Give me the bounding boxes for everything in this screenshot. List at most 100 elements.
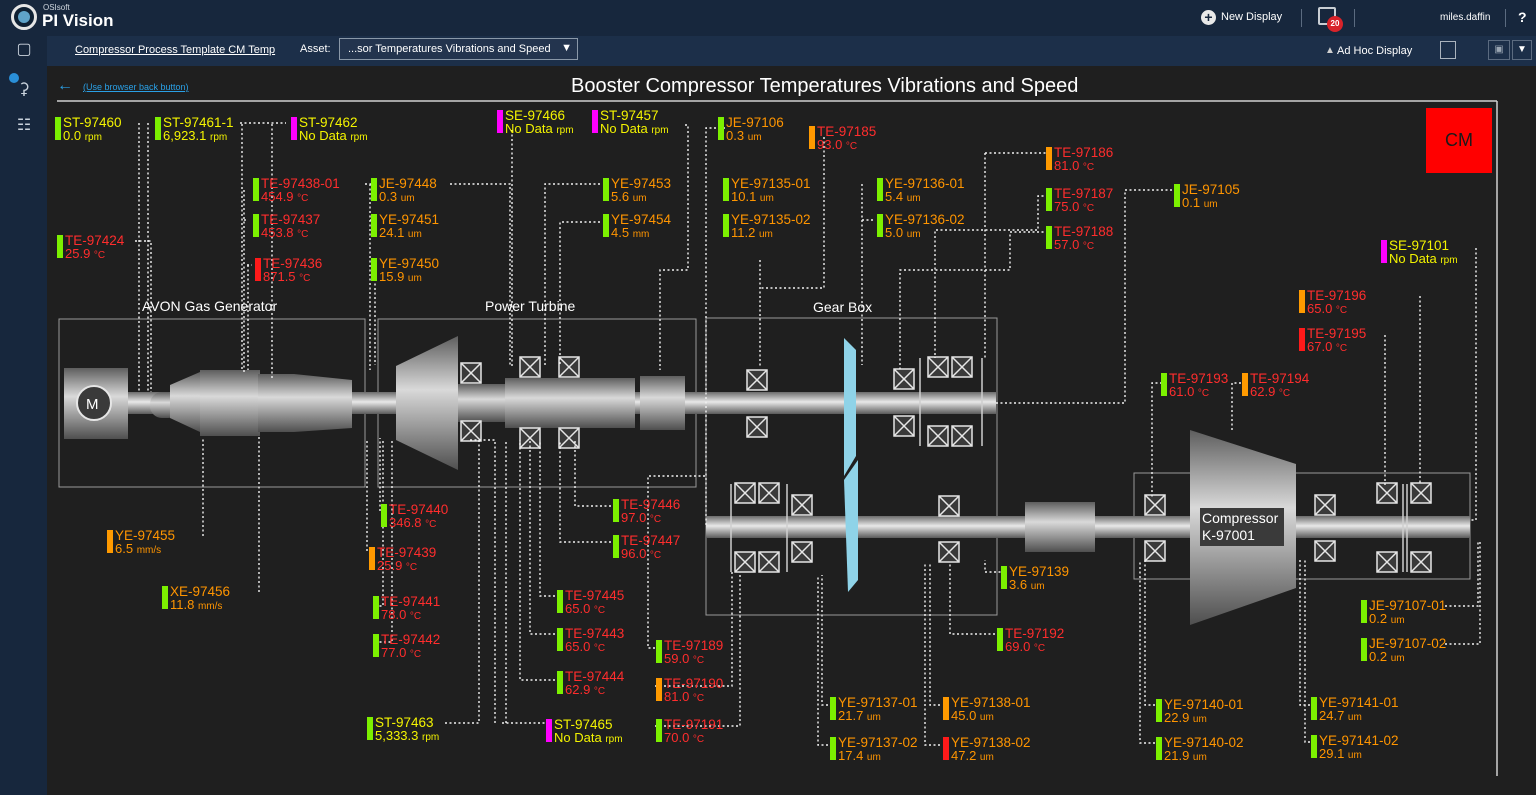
sensor-cross bbox=[927, 356, 949, 378]
status-bar bbox=[557, 671, 563, 694]
cube-icon[interactable]: ▢ bbox=[16, 41, 32, 58]
tag-value: 97.0 °C bbox=[621, 510, 662, 525]
connector-line bbox=[821, 575, 828, 706]
help-icon[interactable]: ? bbox=[1518, 9, 1527, 25]
symbol-tools-icon[interactable]: ⚳ bbox=[18, 81, 30, 98]
tag-name: TE-97424 bbox=[65, 233, 125, 248]
tag-value: 77.0 °C bbox=[381, 645, 422, 660]
tag-value: 0.0 rpm bbox=[63, 128, 102, 143]
pi-vision-logo-icon[interactable] bbox=[11, 4, 37, 30]
brand-name[interactable]: PI Vision bbox=[42, 11, 114, 30]
connector-line bbox=[655, 572, 741, 727]
tag-value: 69.0 °C bbox=[1005, 639, 1046, 654]
compressor-label: Compressor bbox=[1202, 510, 1279, 526]
new-display-button[interactable]: New Display bbox=[1221, 11, 1283, 23]
status-bar bbox=[1156, 737, 1162, 760]
sensor-cross bbox=[791, 494, 813, 516]
tag-name: ST-97465 bbox=[554, 717, 613, 732]
gear-box-label: Gear Box bbox=[813, 299, 873, 315]
tag-value: 4.5 mm bbox=[611, 225, 650, 240]
tag-name: YE-97141-01 bbox=[1319, 695, 1399, 710]
tag-name: YE-97140-02 bbox=[1164, 735, 1244, 750]
tag-name: TE-97439 bbox=[377, 545, 437, 560]
tag-value: 6.5 mm/s bbox=[115, 541, 162, 556]
tag-name: YE-97453 bbox=[611, 176, 672, 191]
status-bar bbox=[1361, 600, 1367, 623]
tag-name: TE-97444 bbox=[565, 669, 625, 684]
tag-value: 75.0 °C bbox=[1054, 199, 1095, 214]
back-arrow-icon[interactable]: ← bbox=[57, 77, 73, 94]
tag-value: 453.8 °C bbox=[261, 225, 309, 240]
tag-name: TE-97443 bbox=[565, 626, 625, 641]
user-menu[interactable]: miles.daffin bbox=[1440, 12, 1491, 23]
power-turbine-label: Power Turbine bbox=[485, 298, 576, 314]
tag-value: 29.1 um bbox=[1319, 746, 1362, 761]
sensor-cross bbox=[460, 362, 482, 384]
cm-status-box[interactable]: CM bbox=[1426, 108, 1492, 173]
tag-name: ST-97461-1 bbox=[163, 115, 234, 130]
status-bar bbox=[718, 117, 724, 140]
tag-value: 21.9 um bbox=[1164, 748, 1207, 763]
status-bar bbox=[943, 697, 949, 720]
tag-value: 47.2 um bbox=[951, 748, 994, 763]
status-bar bbox=[723, 214, 729, 237]
asset-label: Asset: bbox=[300, 43, 331, 55]
sensor-cross bbox=[519, 427, 541, 449]
status-bar bbox=[107, 530, 113, 553]
sensor-cross bbox=[1376, 551, 1398, 573]
status-bar bbox=[1046, 226, 1052, 249]
motor-icon bbox=[76, 385, 112, 421]
tag-value: 0.2 um bbox=[1369, 649, 1405, 664]
status-bar bbox=[943, 737, 949, 760]
tag-name: TE-97192 bbox=[1005, 626, 1065, 641]
tag-value: 81.0 °C bbox=[1054, 158, 1095, 173]
connector-line bbox=[470, 439, 496, 723]
tag-value: 21.7 um bbox=[838, 708, 881, 723]
tag-value: 0.3 um bbox=[726, 128, 762, 143]
sensor-cross bbox=[734, 482, 756, 504]
display-settings-icon[interactable] bbox=[1440, 41, 1456, 59]
top-bar: OSIsoft PI Vision + New Display 20 miles… bbox=[0, 0, 1536, 36]
plus-icon[interactable]: + bbox=[1201, 10, 1216, 25]
status-bar bbox=[371, 214, 377, 237]
tag-value: No Data rpm bbox=[554, 730, 623, 745]
tag-value: No Data rpm bbox=[600, 121, 669, 136]
sensor-cross bbox=[558, 427, 580, 449]
tag-value: 5.4 um bbox=[885, 189, 921, 204]
notification-count-badge[interactable]: 20 bbox=[1327, 16, 1343, 32]
compressor-id-label: K-97001 bbox=[1202, 527, 1255, 543]
tag-name: SE-97101 bbox=[1389, 238, 1450, 253]
asset-select[interactable]: ...sor Temperatures Vibrations and Speed… bbox=[339, 38, 578, 60]
tag-value: 25.9 °C bbox=[65, 246, 106, 261]
tag-name: YE-97451 bbox=[379, 212, 440, 227]
save-icon[interactable]: ▣ bbox=[1488, 40, 1510, 60]
status-bar bbox=[162, 586, 168, 609]
status-bar bbox=[603, 214, 609, 237]
tag-name: TE-97437 bbox=[261, 212, 321, 227]
library-icon[interactable]: ☷ bbox=[16, 117, 32, 134]
tag-name: TE-97188 bbox=[1054, 224, 1114, 239]
status-bar bbox=[603, 178, 609, 201]
tag-name: TE-97189 bbox=[664, 638, 724, 653]
sensor-cross bbox=[791, 541, 813, 563]
connector-line bbox=[519, 440, 555, 681]
status-bar bbox=[291, 117, 297, 140]
tag-name: TE-97191 bbox=[664, 717, 724, 732]
back-link[interactable]: (Use browser back button) bbox=[83, 82, 189, 92]
status-bar bbox=[373, 634, 379, 657]
connector-line bbox=[949, 562, 995, 635]
connector-line bbox=[559, 221, 600, 365]
save-dropdown-icon[interactable]: ▼ bbox=[1512, 40, 1532, 60]
tag-value: 57.0 °C bbox=[1054, 237, 1095, 252]
tag-name: ST-97460 bbox=[63, 115, 122, 130]
tag-value: 24.7 um bbox=[1319, 708, 1362, 723]
status-bar bbox=[997, 628, 1003, 651]
ad-hoc-display-button[interactable]: Ad Hoc Display bbox=[1337, 45, 1413, 57]
status-bar bbox=[613, 535, 619, 558]
tag-value: No Data rpm bbox=[1389, 251, 1458, 266]
display-title-link[interactable]: Compressor Process Template CM Temp bbox=[75, 44, 276, 56]
connector-line bbox=[655, 572, 733, 687]
status-bar bbox=[367, 717, 373, 740]
status-bar bbox=[1299, 290, 1305, 313]
